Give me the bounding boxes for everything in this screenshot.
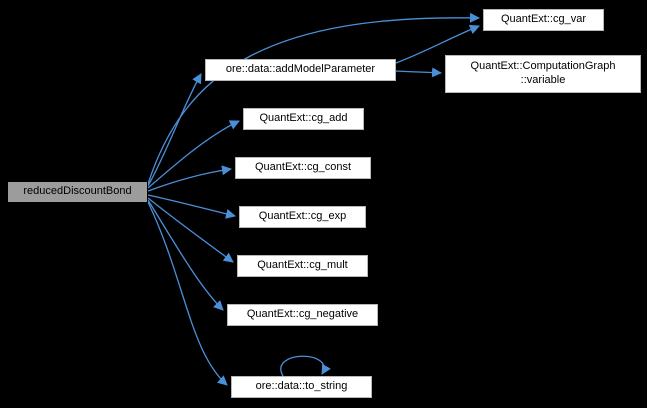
edge-root-to-cg-negative [147,199,224,311]
edge-root-to-cg-mult [147,197,234,263]
edge-root-to-cg-const [147,165,232,192]
node-cg-mult[interactable]: QuantExt::cg_mult [237,255,368,277]
node-cg-exp[interactable]: QuantExt::cg_exp [239,206,366,228]
edge-root-to-addmodelparameter [147,73,202,187]
node-cg-var[interactable]: QuantExt::cg_var [483,9,604,31]
node-addmodelparameter[interactable]: ore::data::addModelParameter [205,59,396,81]
node-cg-add[interactable]: QuantExt::cg_add [243,108,364,130]
edge-root-to-cg-add [147,120,240,189]
node-cg-negative[interactable]: QuantExt::cg_negative [227,304,378,326]
edge-to-string-self-loop [280,355,331,377]
node-cg-const[interactable]: QuantExt::cg_const [235,157,371,179]
edge-addmodelparameter-to-variable [395,67,442,78]
node-to-string[interactable]: ore::data::to_string [231,376,372,398]
edge-root-to-cg-exp [147,194,236,219]
edge-addmodelparameter-to-cg-var [395,24,480,64]
edge-root-to-cg-var [147,12,480,185]
edge-root-to-to-string [147,201,228,386]
node-computationgraph-variable[interactable]: QuantExt::ComputationGraph ::variable [445,55,641,93]
node-reduceddiscountbond: reducedDiscountBond [7,181,148,203]
